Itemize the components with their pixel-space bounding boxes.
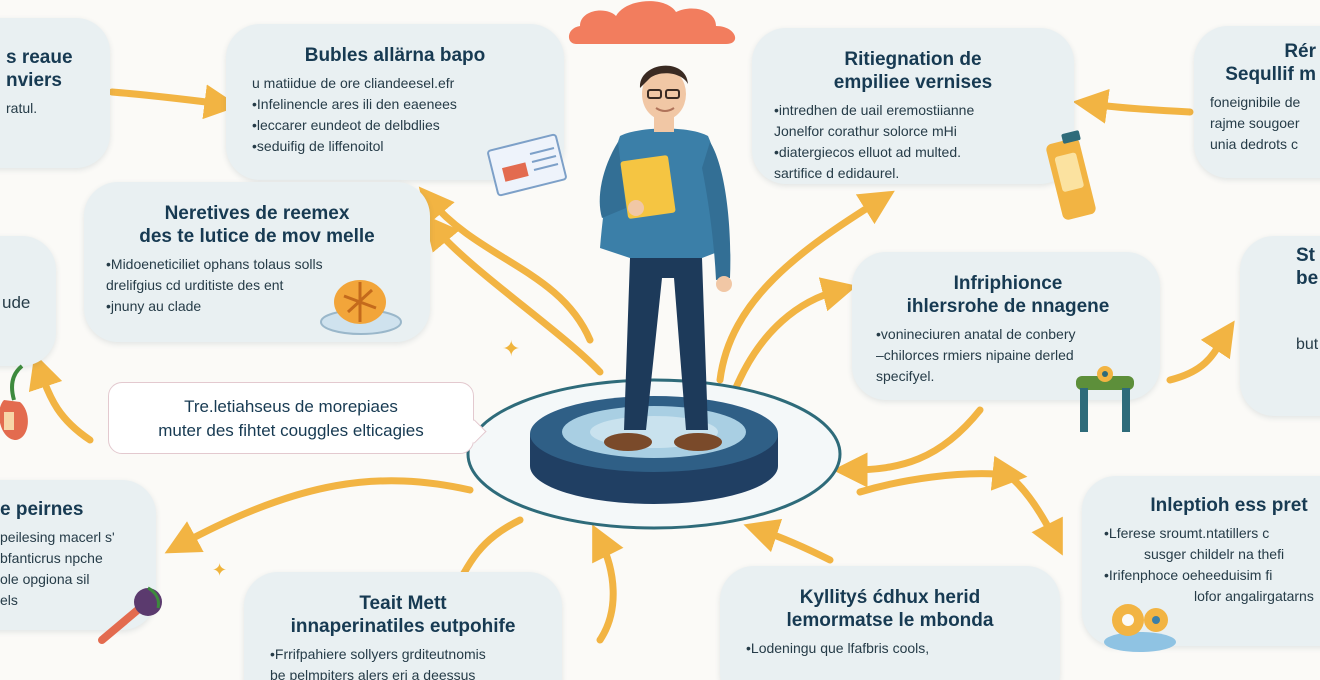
arrow-left-mid	[28, 353, 94, 444]
bubble-item: els	[0, 592, 18, 608]
bubble-item: Irifenphoce oeheeduisim fi	[1104, 565, 1320, 586]
arrow-lower-left	[164, 477, 474, 554]
microphone-icon	[98, 586, 162, 644]
arrow-top-right	[1072, 88, 1194, 124]
bubble-item: chilorces rmiers nipaine derled	[876, 345, 1140, 366]
robot-icon	[1076, 366, 1134, 432]
newspaper-icon	[487, 133, 567, 197]
bubble-bottom-right: Inleptioh ess pret Lferese sroumt.ntatil…	[1082, 476, 1320, 646]
bubble-title: e peirnes	[0, 499, 84, 520]
person-figure	[599, 65, 732, 451]
bubble-item: lofor angalirgatarns	[1194, 588, 1314, 604]
podium	[466, 378, 842, 530]
arrow-bottom-center	[592, 524, 624, 644]
bubble-item: sartifice d edidaurel.	[774, 165, 900, 181]
arrow-right-low	[832, 406, 984, 488]
arrow-upper-left	[418, 186, 594, 344]
bubble-item: drelifgius cd urditiste des ent	[106, 277, 284, 293]
bubble-item: rajme sougoer	[1210, 115, 1300, 131]
arrow-right-mid	[731, 277, 857, 394]
pie-dish-icon	[320, 280, 402, 335]
bubble-title: Inleptioh ess pret	[1150, 495, 1308, 516]
callout-line: muter des fihtet couggles elticagies	[158, 421, 424, 440]
bubble-title: Bubles allärna bapo	[304, 45, 486, 66]
bubble-item: Frrifpahiere sollyers grditeutnomis	[270, 644, 536, 665]
bubble-item: but	[1296, 336, 1319, 353]
bubble-item: intredhen de uail eremostiianne	[774, 100, 1052, 121]
arrow-right-up	[716, 190, 895, 384]
bubble-item: ude	[2, 293, 31, 312]
bubble-item: diatergiecos elluot ad multed.	[774, 142, 1052, 163]
arrow-bottom-right	[996, 466, 1063, 556]
bubble-item: ratul.	[6, 100, 38, 116]
bubble-item: Lodeningu que lfafbris cools,	[746, 638, 1034, 659]
bubble-item: leccarer eundeot de delbdlies	[252, 115, 538, 136]
bubble-left-edge-mid: ude	[0, 236, 56, 366]
bubble-item: seduifig de liffenoitol	[252, 136, 538, 157]
bubble-item: u matiidue de ore cliandeesel.efr	[252, 75, 455, 91]
bubble-item: Midoeneticiliet ophans tolaus solls	[106, 254, 408, 275]
bubble-item: unia dedrots c	[1210, 136, 1298, 152]
arrow-top-left	[108, 84, 240, 120]
phone-icon	[1046, 130, 1096, 220]
donut-icon	[1104, 604, 1176, 652]
bubble-item: specifyel.	[876, 368, 935, 384]
bubble-item: be pelmpiters alers eri a deessus	[270, 667, 476, 680]
arrow-right-edge	[1166, 320, 1235, 384]
bubble-item: vonineciuren anatal de conbery	[876, 324, 1140, 345]
arrow-bottom-mid	[743, 518, 834, 564]
bubble-item: foneignibile de	[1210, 94, 1301, 110]
arrow-mid-left	[423, 214, 604, 376]
bubble-item: Infelinencle ares ili den eaenees	[252, 94, 538, 115]
bubble-item: Lferese sroumt.ntatillers c	[1104, 523, 1320, 544]
bubble-item: susger childelr na thefi	[1144, 546, 1285, 562]
sparkle-icon: ✦	[502, 336, 521, 361]
sparkle-icon: ✦	[212, 560, 228, 580]
callout-line: Tre.letiahseus de morepiaes	[184, 397, 398, 416]
bubble-item: jnuny au clade	[106, 296, 408, 317]
bubble-item: peilesing macerl s'	[0, 529, 115, 545]
fruit-icon	[0, 364, 28, 440]
cloud-icon	[568, 1, 736, 44]
bubble-item: ole opgiona sil	[0, 571, 90, 587]
center-callout: Tre.letiahseus de morepiaes muter des fi…	[108, 382, 474, 454]
bubble-bottom-left-edge: e peirnes peilesing macerl s' bfanticrus…	[0, 480, 156, 630]
arrow-lower-right	[856, 455, 1028, 496]
bubble-item: bfanticrus npche	[0, 550, 103, 566]
bubble-item: Jonelfor corathur solorce mHi	[774, 123, 957, 139]
